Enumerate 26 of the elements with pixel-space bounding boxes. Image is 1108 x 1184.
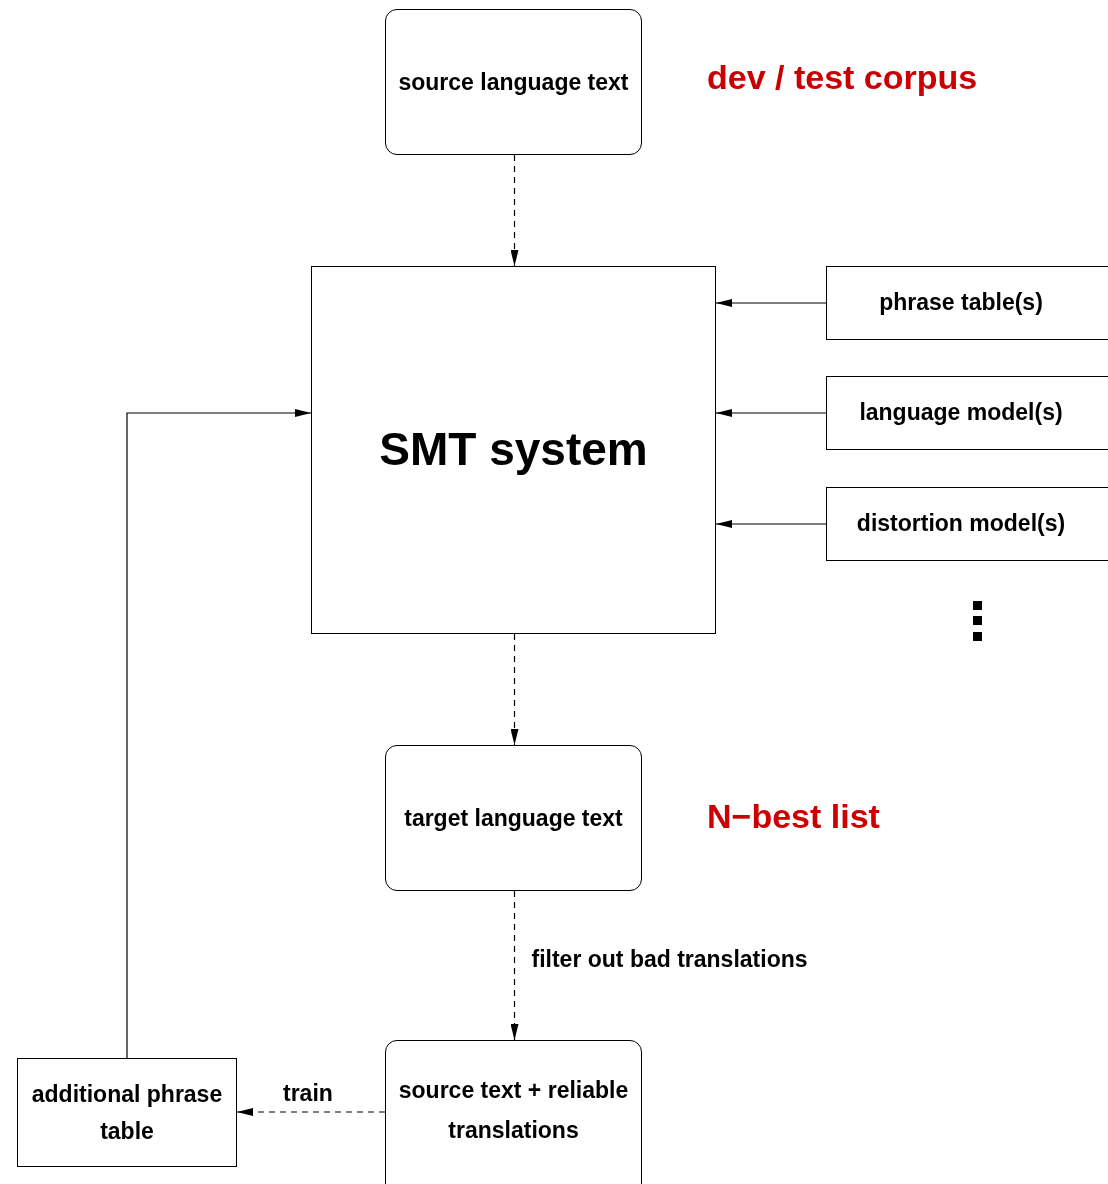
- arrow: [715, 299, 827, 307]
- node-text: distortion model(s): [856, 510, 1067, 538]
- arrow: [715, 409, 827, 417]
- node-text: source language text: [398, 67, 629, 97]
- process-box: [311, 266, 716, 634]
- rounded-box: [385, 745, 642, 891]
- input-box: [826, 487, 1108, 561]
- arrow: [510, 154, 519, 267]
- arrow: [236, 1108, 386, 1116]
- node-text: source text + reliable translations: [397, 1075, 630, 1145]
- node-text: target language text: [404, 803, 623, 833]
- rounded-box: [385, 1040, 642, 1184]
- annotation-label: N−best list: [707, 797, 880, 836]
- arrow: [510, 633, 519, 746]
- rounded-box: [385, 9, 642, 155]
- node-text: additional phrase table: [30, 1079, 224, 1146]
- input-box: [826, 266, 1108, 340]
- arrow: [126, 409, 312, 1059]
- node-text: phrase table(s): [879, 289, 1044, 317]
- node-text: language model(s): [859, 399, 1064, 427]
- process-box: [17, 1058, 237, 1167]
- arrow: [715, 520, 827, 528]
- arrow: [510, 890, 519, 1041]
- annotation-label: dev / test corpus: [707, 58, 978, 97]
- input-box: [826, 376, 1108, 450]
- node-text: SMT system: [379, 422, 648, 478]
